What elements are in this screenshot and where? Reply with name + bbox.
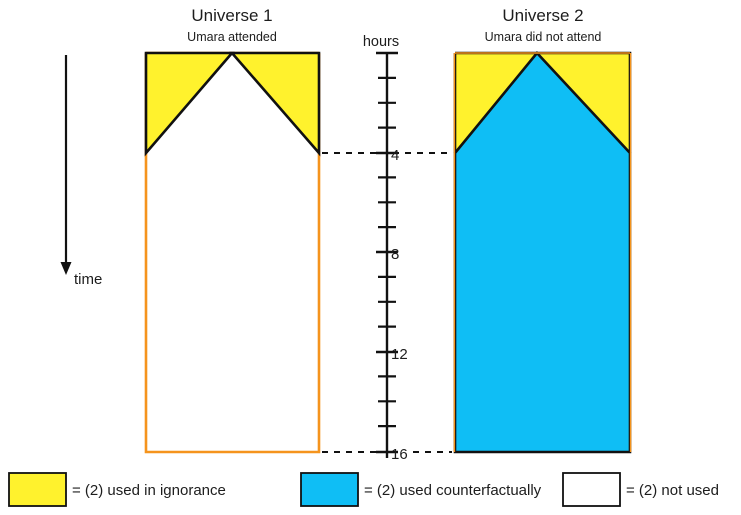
tick-label-12: 12 bbox=[391, 346, 408, 363]
universe-2-blue-region bbox=[453, 51, 632, 454]
universe-1-yellow-right bbox=[229, 51, 321, 157]
universe-1-subtitle: Umara attended bbox=[187, 30, 277, 44]
white-swatch bbox=[562, 472, 621, 507]
universe-2-subtitle: Umara did not attend bbox=[485, 30, 602, 44]
tick-label-8: 8 bbox=[391, 246, 399, 263]
axis-title-hours: hours bbox=[363, 34, 399, 50]
legend-label-blue: = (2) used counterfactually bbox=[364, 482, 542, 499]
legend-label-white: = (2) not used bbox=[626, 482, 719, 499]
universe-1-panel bbox=[144, 51, 321, 454]
legend: = (2) used in ignorance = (2) used count… bbox=[8, 472, 719, 507]
tick-label-16: 16 bbox=[391, 446, 408, 463]
blue-swatch bbox=[300, 472, 359, 507]
time-arrow bbox=[60, 55, 72, 275]
hours-axis: 4 8 12 16 bbox=[376, 51, 408, 463]
universe-1-orange-border bbox=[144, 53, 321, 454]
universe-2-panel bbox=[453, 51, 632, 454]
dashed-connectors bbox=[322, 152, 452, 453]
yellow-swatch bbox=[8, 472, 67, 507]
time-arrow-head bbox=[60, 262, 72, 275]
universe-1-title: Universe 1 bbox=[191, 6, 272, 25]
universe-2-title: Universe 2 bbox=[502, 6, 583, 25]
tick-label-4: 4 bbox=[391, 147, 399, 164]
time-arrow-label: time bbox=[74, 271, 102, 288]
legend-label-yellow: = (2) used in ignorance bbox=[72, 482, 226, 499]
universe-1-yellow-left bbox=[144, 51, 235, 157]
